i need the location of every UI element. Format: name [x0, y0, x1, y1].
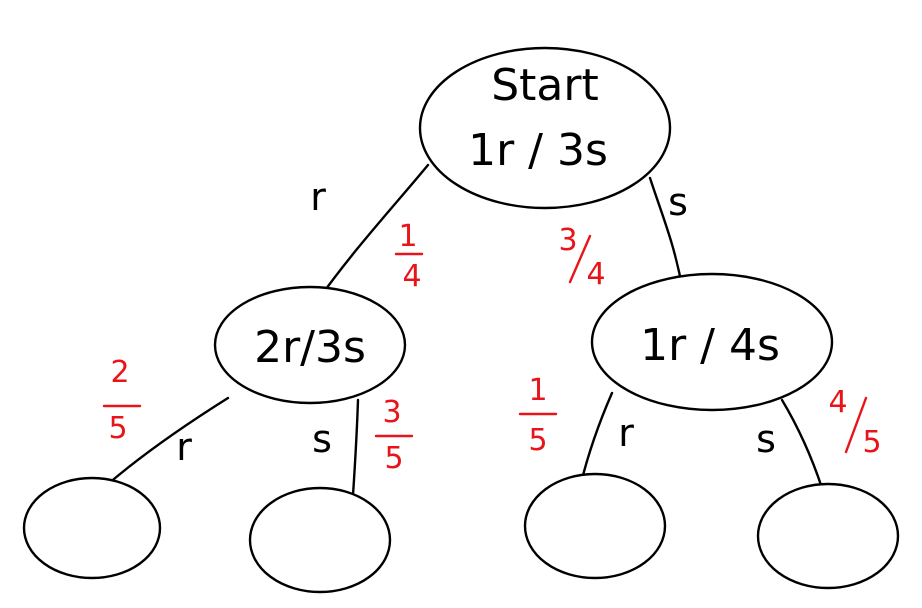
prob-right-rr-denominator: 5 — [862, 425, 881, 460]
left-node-counts: 2r/3s — [254, 322, 366, 373]
edge-label-left-lr: s — [312, 417, 332, 461]
root-counts: 1r / 3s — [468, 125, 608, 176]
edge-label-right-rl: r — [618, 411, 634, 455]
edge-root-left — [316, 163, 430, 302]
edge-left-leaf-ll — [106, 396, 230, 486]
node-root — [418, 46, 672, 210]
prob-root-right-denominator: 4 — [586, 257, 605, 292]
node-leaf-ll — [22, 476, 162, 580]
edge-right-leaf-rl — [579, 391, 614, 485]
prob-root-right-numerator: 3 — [558, 223, 577, 258]
right-node-counts: 1r / 4s — [640, 320, 780, 371]
edge-label-left-ll: r — [176, 425, 192, 469]
prob-root-right-bar — [568, 234, 592, 284]
prob-right-rl-numerator: 1 — [528, 373, 547, 408]
prob-left-lr-numerator: 3 — [382, 395, 401, 430]
node-leaf-rl — [523, 472, 667, 580]
prob-root-left-numerator: 1 — [398, 219, 417, 254]
node-leaf-rr — [756, 482, 900, 590]
prob-left-ll-denominator: 5 — [108, 411, 127, 446]
node-right — [590, 272, 834, 412]
node-left — [213, 285, 407, 405]
prob-right-rr-bar — [844, 396, 868, 454]
prob-right-rr-numerator: 4 — [828, 385, 847, 420]
prob-left-lr-denominator: 5 — [384, 441, 403, 476]
edge-label-right-rr: s — [756, 417, 776, 461]
edge-left-leaf-lr — [351, 398, 360, 497]
prob-left-ll-numerator: 2 — [110, 355, 129, 390]
edge-right-leaf-rr — [780, 398, 824, 490]
prob-root-left-denominator: 4 — [402, 259, 421, 294]
root-title: Start — [491, 60, 599, 111]
edge-label-root-right: s — [668, 180, 688, 224]
prob-right-rl-denominator: 5 — [528, 423, 547, 458]
node-leaf-lr — [248, 486, 392, 594]
edge-label-root-left: r — [310, 175, 326, 219]
